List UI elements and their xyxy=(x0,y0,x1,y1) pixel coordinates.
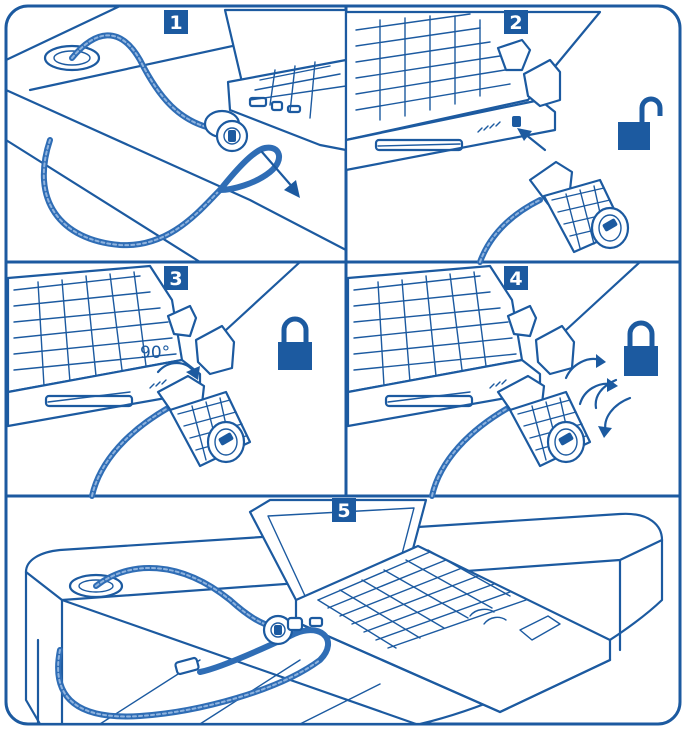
step-number-5: 5 xyxy=(337,500,350,522)
padlock-locked-icon-4 xyxy=(624,323,658,376)
padlock-locked-icon-3 xyxy=(278,319,312,370)
panel-step-2: 2 xyxy=(346,10,660,262)
padlock-unlocked-icon xyxy=(618,99,660,150)
step-number-1: 1 xyxy=(169,12,182,34)
rotation-angle-label: 90° xyxy=(140,343,170,363)
panel-step-5: 5 xyxy=(26,498,662,724)
panel-step-1: 1 xyxy=(6,6,346,262)
step-number-4: 4 xyxy=(509,268,522,290)
combination-lock-2 xyxy=(530,162,628,252)
combination-lock-4 xyxy=(498,376,590,466)
panel-step-3: 90° 3 xyxy=(8,262,312,496)
step-number-2: 2 xyxy=(509,12,522,34)
step-number-3: 3 xyxy=(169,268,182,290)
panel-step-4: 4 xyxy=(348,262,658,496)
combination-lock-3 xyxy=(158,376,250,466)
combination-lock-1 xyxy=(205,111,247,151)
